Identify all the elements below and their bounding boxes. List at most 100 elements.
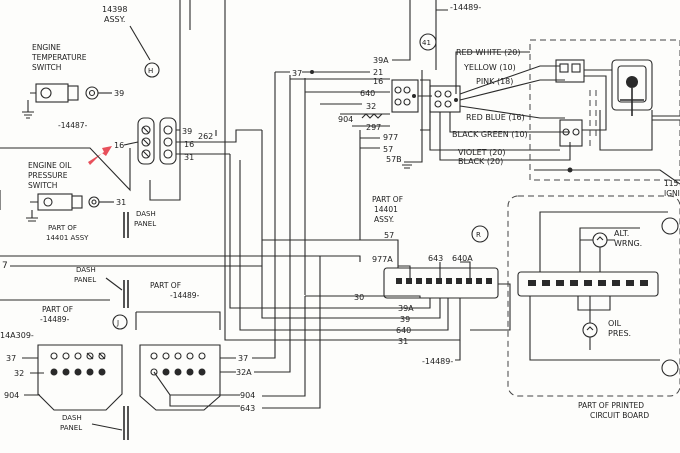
wire-16-top: 16 (373, 77, 383, 86)
connector-tag-j (112, 314, 128, 330)
wire-30: 30 (354, 293, 364, 302)
dash-panel-left-1: DASH (76, 266, 96, 274)
connector-14a309-label: 14A309- (0, 331, 34, 340)
tag-41: 41 (422, 39, 431, 47)
part-of-14489-left-1: PART OF (42, 305, 73, 314)
wire-16-arrow: 16 (114, 141, 124, 150)
oil-pres-label-1: OIL (608, 319, 622, 328)
wire-39-temp: 39 (114, 89, 124, 98)
pcb-lamp-bottom (661, 359, 679, 377)
dash-panel-mid-1: DASH (136, 210, 156, 218)
alt-wrng-label-1: ALT. (614, 229, 629, 238)
ign-label-1: 1157 (664, 179, 680, 188)
wire-color-yellow: YELLOW (10) (463, 63, 516, 72)
wire-643-bot: 643 (240, 404, 255, 413)
wire (470, 283, 511, 331)
wire-904-mid: 904 (338, 115, 353, 124)
wire-16-conn: 16 (184, 140, 194, 149)
wire (392, 0, 432, 97)
leader-line (105, 277, 123, 291)
top-connector-label: 14398 (102, 5, 127, 14)
wire (429, 51, 571, 161)
printed-circuit-board-outline (507, 195, 680, 397)
wire (404, 70, 431, 163)
wire (455, 340, 461, 361)
splice-block-top (391, 79, 419, 113)
oil-pres-label-2: PRES. (608, 329, 631, 338)
pcb-label-2: CIRCUIT BOARD (590, 411, 649, 420)
wire-640a: 640A (452, 254, 473, 263)
wire-643-center: 643 (428, 254, 443, 263)
ground-icon (402, 164, 412, 169)
wire-31-low: 31 (398, 337, 408, 346)
ign-label-2: IGNI (664, 189, 680, 198)
wire-32-top: 32 (366, 102, 376, 111)
wire-37-left: 37 (6, 354, 16, 363)
part-of-14401-center-3: ASSY. (374, 215, 394, 224)
wire-color-black: BLACK (20) (458, 157, 503, 166)
wire-57-center: 57 (384, 231, 394, 240)
wire-color-black-green: BLACK GREEN (10) (452, 130, 528, 139)
wire-57-mid: 57 (383, 145, 393, 154)
alt-wrng-label-2: WRNG. (614, 239, 642, 248)
wire (22, 357, 44, 396)
part-of-14401-center-1: PART OF (372, 195, 403, 204)
wire (224, 154, 461, 341)
wire-21: 21 (373, 68, 383, 77)
resistor-icon (361, 113, 383, 119)
engine-oil-label-3: SWITCH (28, 181, 57, 190)
dash-panel-bracket (123, 212, 129, 238)
leader-line (129, 25, 151, 61)
wire-32a-bot: 32A (236, 368, 252, 377)
wire-39a: 39A (373, 56, 389, 65)
pcb-label-1: PART OF PRINTED (578, 401, 644, 410)
wire (398, 261, 471, 278)
wire-977a: 977A (372, 255, 393, 264)
dash-panel-mid-2: PANEL (134, 220, 156, 228)
middle-connector-14489 (135, 311, 221, 411)
wire-640-top: 640 (360, 89, 375, 98)
tag-r: R (476, 231, 481, 239)
part-of-14401-label-2: 14401 ASSY (46, 234, 89, 242)
wire-262: 262 (198, 132, 213, 141)
engine-temp-label-1: ENGINE (32, 43, 61, 52)
wire (153, 357, 240, 407)
wire-39-conn: 39 (182, 127, 192, 136)
wire-32-left: 32 (14, 369, 24, 378)
center-connector-14401 (383, 267, 499, 299)
wire-904-left: 904 (4, 391, 19, 400)
wire-37-top: 37 (292, 69, 302, 78)
top-right-connector-label: -14489- (450, 3, 481, 12)
engine-oil-label-2: PRESSURE (28, 171, 68, 180)
wire-904-bot: 904 (240, 391, 255, 400)
wire-7-left: 7 (2, 261, 8, 271)
wire-39-low: 39 (400, 315, 410, 324)
wire (529, 211, 668, 361)
engine-oil-pressure-switch (26, 193, 100, 222)
wire-57b: 57B (386, 155, 402, 164)
wire (435, 0, 448, 70)
engine-oil-label-1: ENGINE OIL (28, 161, 72, 170)
ignition-switch-assembly (529, 39, 680, 185)
dash-panel-bottom-2: PANEL (60, 424, 82, 432)
connector-tag-h (144, 62, 160, 78)
splice-dot (310, 70, 314, 74)
wire (149, 0, 181, 201)
pcb-lamp-top (661, 217, 679, 235)
wire-977-mid: 977 (383, 133, 398, 142)
wire (290, 78, 390, 149)
dash-panel-bottom-1: DASH (62, 414, 82, 422)
wire (261, 72, 306, 295)
left-connector-14a309 (37, 344, 123, 411)
alt-warning-lamp (579, 227, 640, 272)
wire (252, 256, 321, 409)
part-14487-label: -14487- (58, 121, 88, 130)
wire (123, 141, 139, 146)
part-of-14401-label: PART OF (48, 224, 77, 232)
part-of-14489-left-2: -14489- (40, 315, 70, 324)
dash-panel-bracket (123, 406, 129, 440)
wire-37-bot: 37 (238, 354, 248, 363)
wire (0, 255, 361, 301)
pointer-arrow-icon (88, 146, 112, 165)
